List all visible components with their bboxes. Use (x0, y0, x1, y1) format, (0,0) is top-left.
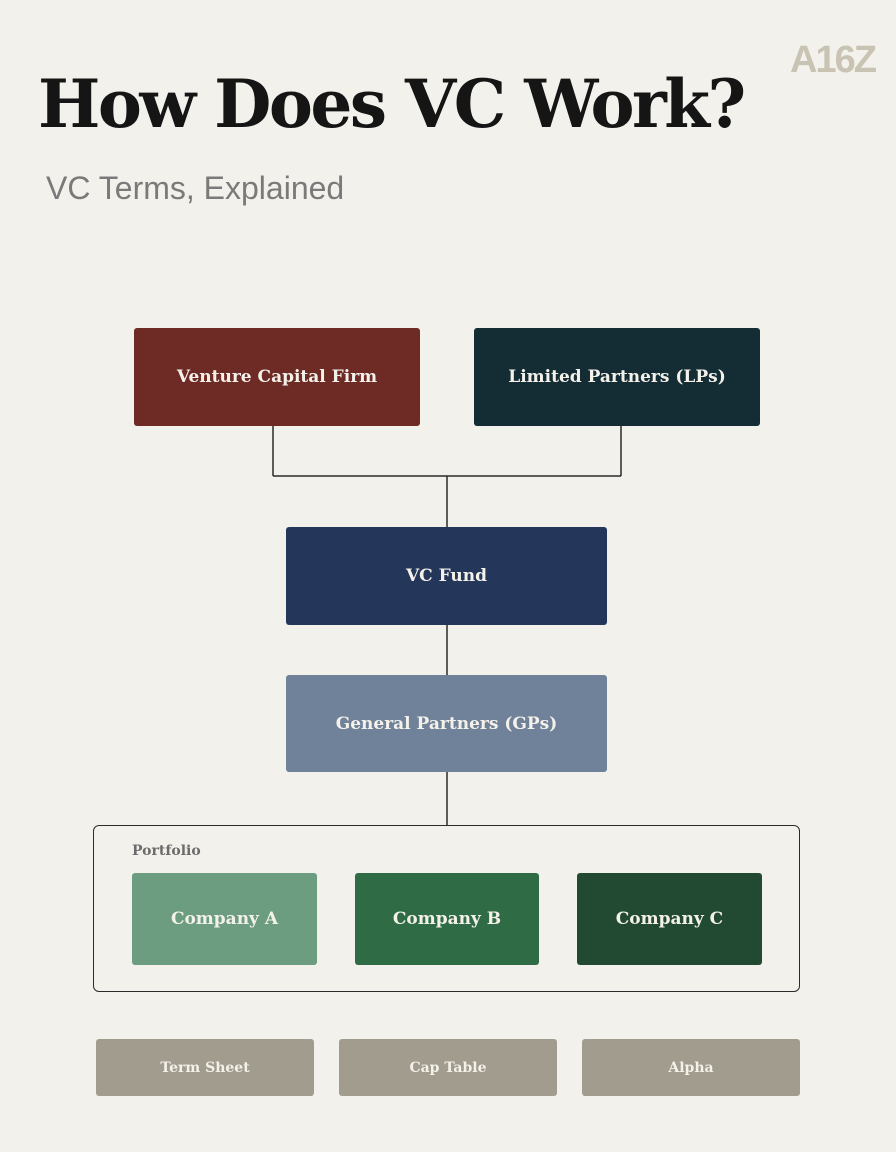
term-label: Alpha (668, 1059, 714, 1076)
node-limited-partners: Limited Partners (LPs) (474, 328, 760, 426)
node-label: Company C (615, 909, 724, 929)
term-term-sheet: Term Sheet (96, 1039, 314, 1096)
term-cap-table: Cap Table (339, 1039, 557, 1096)
portfolio-label: Portfolio (132, 843, 201, 859)
term-label: Term Sheet (160, 1059, 250, 1076)
node-company-a: Company A (132, 873, 317, 965)
a16z-logo: A16Z (790, 39, 877, 81)
node-venture-capital-firm: Venture Capital Firm (134, 328, 420, 426)
page-subtitle: VC Terms, Explained (46, 170, 345, 206)
page-title: How Does VC Work? (38, 65, 746, 143)
node-general-partners: General Partners (GPs) (286, 675, 607, 772)
node-company-b: Company B (355, 873, 539, 965)
term-label: Cap Table (409, 1059, 487, 1076)
node-label: Company A (170, 909, 279, 929)
term-alpha: Alpha (582, 1039, 800, 1096)
node-company-c: Company C (577, 873, 762, 965)
portfolio-container (93, 825, 800, 992)
node-label: VC Fund (405, 566, 487, 586)
node-label: General Partners (GPs) (335, 713, 558, 734)
node-label: Venture Capital Firm (176, 367, 378, 387)
node-label: Limited Partners (LPs) (508, 367, 726, 387)
node-vc-fund: VC Fund (286, 527, 607, 625)
node-label: Company B (392, 909, 502, 929)
